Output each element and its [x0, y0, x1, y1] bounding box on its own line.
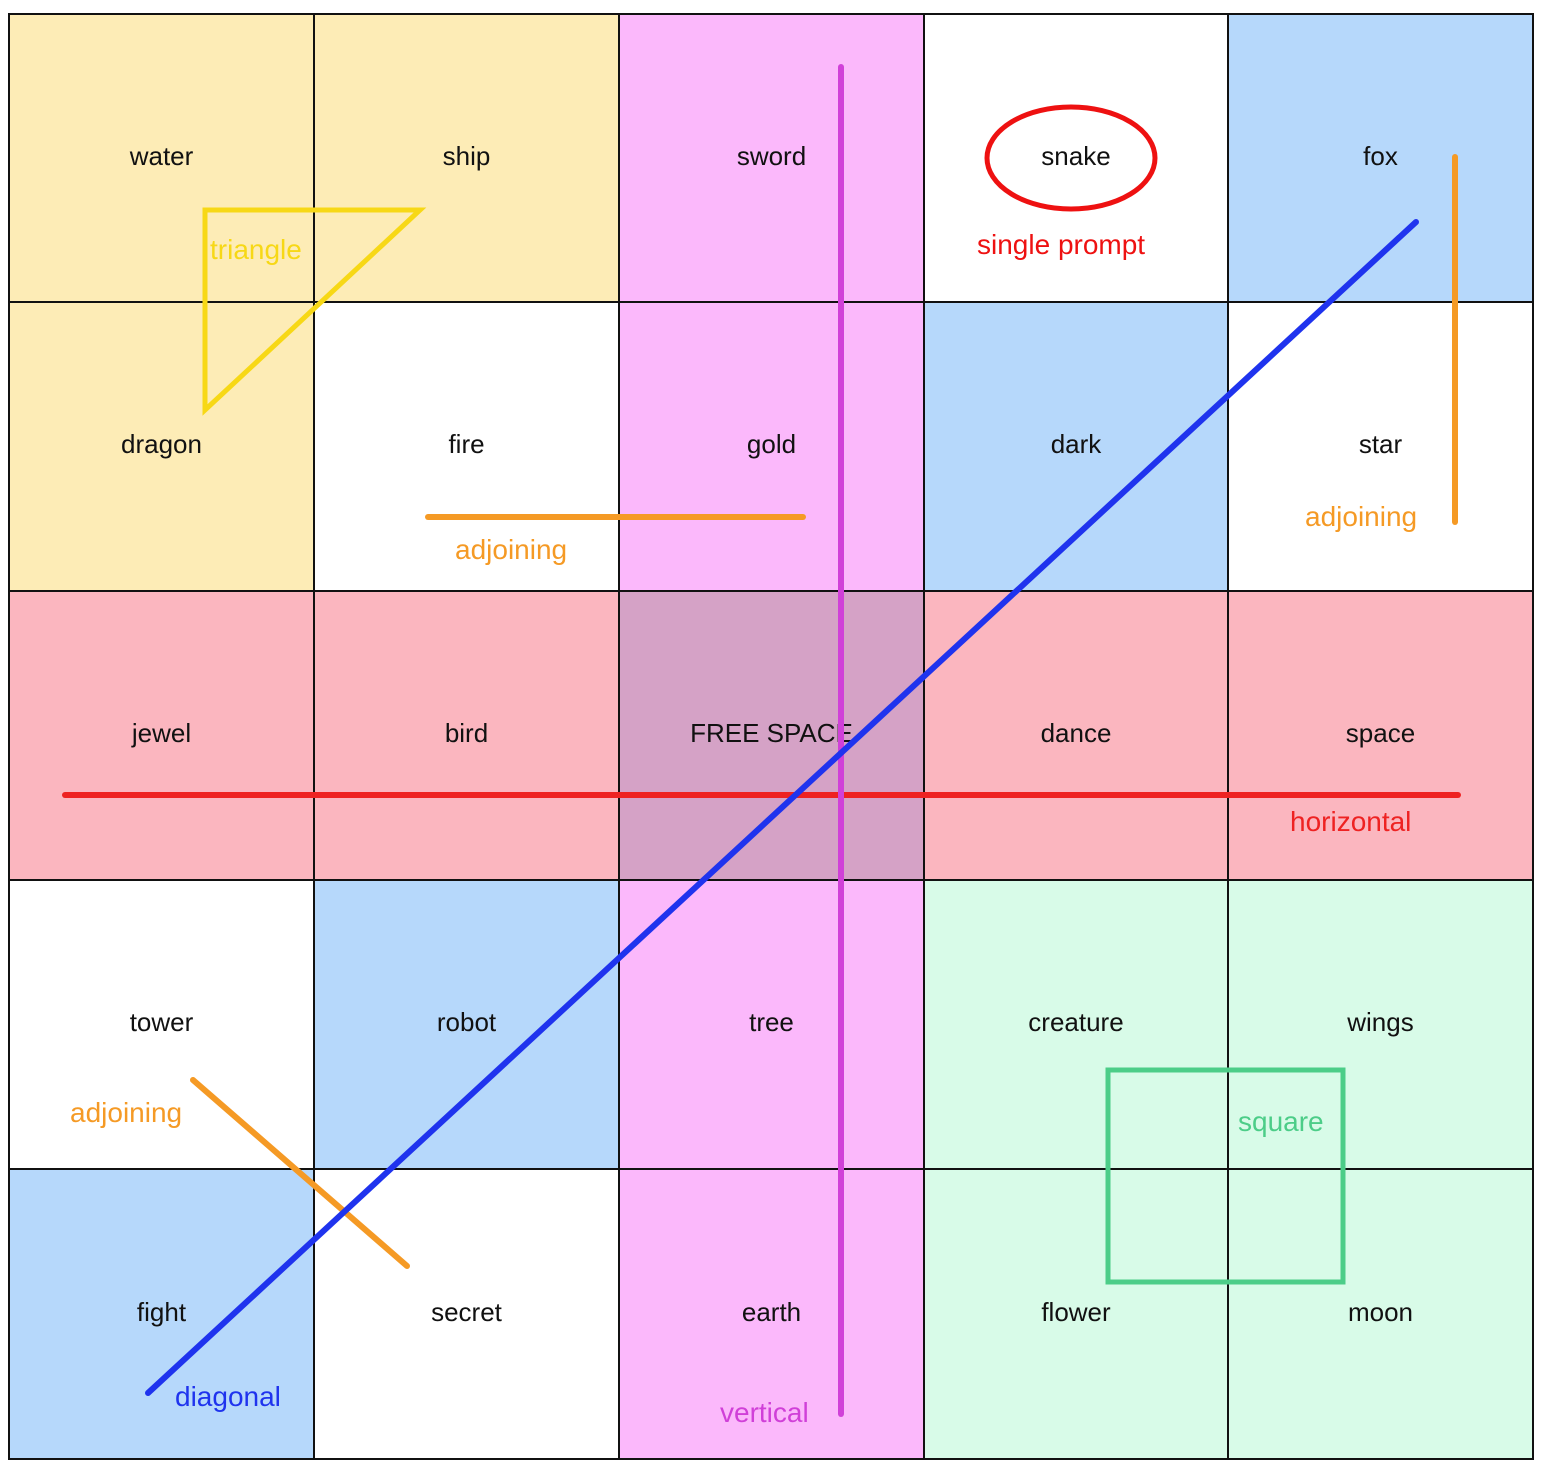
- bingo-board: water ship sword snake fox dragon fire gold dark…: [8, 13, 1534, 1460]
- board-cell: jewel: [8, 590, 315, 881]
- cell-word: snake: [1041, 140, 1111, 171]
- board-cell: dragon: [8, 301, 315, 592]
- cell-word: tower: [129, 1007, 194, 1037]
- cell-word: fight: [136, 1296, 187, 1327]
- cell-word: wings: [1347, 1007, 1414, 1037]
- cell-word: jewel: [131, 718, 192, 748]
- cell-word: flower: [1041, 1296, 1111, 1327]
- cell-word: ship: [442, 140, 491, 171]
- board-cell: creature: [923, 879, 1229, 1170]
- board-cell: tree: [618, 879, 925, 1170]
- board-cell: wings: [1227, 879, 1534, 1170]
- cell-word: space: [1345, 718, 1416, 748]
- board-cell: earth: [618, 1168, 925, 1460]
- cell-word: sword: [736, 140, 807, 171]
- cell-word: fox: [1363, 140, 1398, 171]
- board-cell: fox: [1227, 13, 1534, 303]
- board-cell: secret: [313, 1168, 620, 1460]
- cell-word: fire: [448, 429, 485, 459]
- board-cell: bird: [313, 590, 620, 881]
- cell-word: tree: [749, 1007, 794, 1037]
- cell-word: gold: [746, 429, 797, 459]
- board-cell: star: [1227, 301, 1534, 592]
- cell-word: secret: [431, 1296, 502, 1327]
- board-cell: fight: [8, 1168, 315, 1460]
- cell-word: earth: [741, 1296, 802, 1327]
- cell-word: dance: [1040, 718, 1112, 748]
- board-cell: space: [1227, 590, 1534, 881]
- board-cell: dance: [923, 590, 1229, 881]
- board-cell: water: [8, 13, 315, 303]
- cell-word: bird: [444, 718, 489, 748]
- cell-word: FREE SPACE: [690, 718, 853, 748]
- cell-word: creature: [1028, 1007, 1124, 1037]
- cell-word: dark: [1050, 429, 1102, 459]
- board-cell: ship: [313, 13, 620, 303]
- cell-word: dragon: [121, 429, 202, 459]
- board-cell: robot: [313, 879, 620, 1170]
- board-cell: gold: [618, 301, 925, 592]
- cell-word: star: [1358, 429, 1403, 459]
- board-cell: flower: [923, 1168, 1229, 1460]
- board-cell: fire: [313, 301, 620, 592]
- board-cell: dark: [923, 301, 1229, 592]
- board-cell: FREE SPACE: [618, 590, 925, 881]
- cell-word: robot: [436, 1007, 497, 1037]
- board-cell: moon: [1227, 1168, 1534, 1460]
- board-cell: tower: [8, 879, 315, 1170]
- board-cell: sword: [618, 13, 925, 303]
- cell-word: moon: [1347, 1296, 1414, 1327]
- board-cell: snake: [923, 13, 1229, 303]
- cell-word: water: [129, 140, 194, 171]
